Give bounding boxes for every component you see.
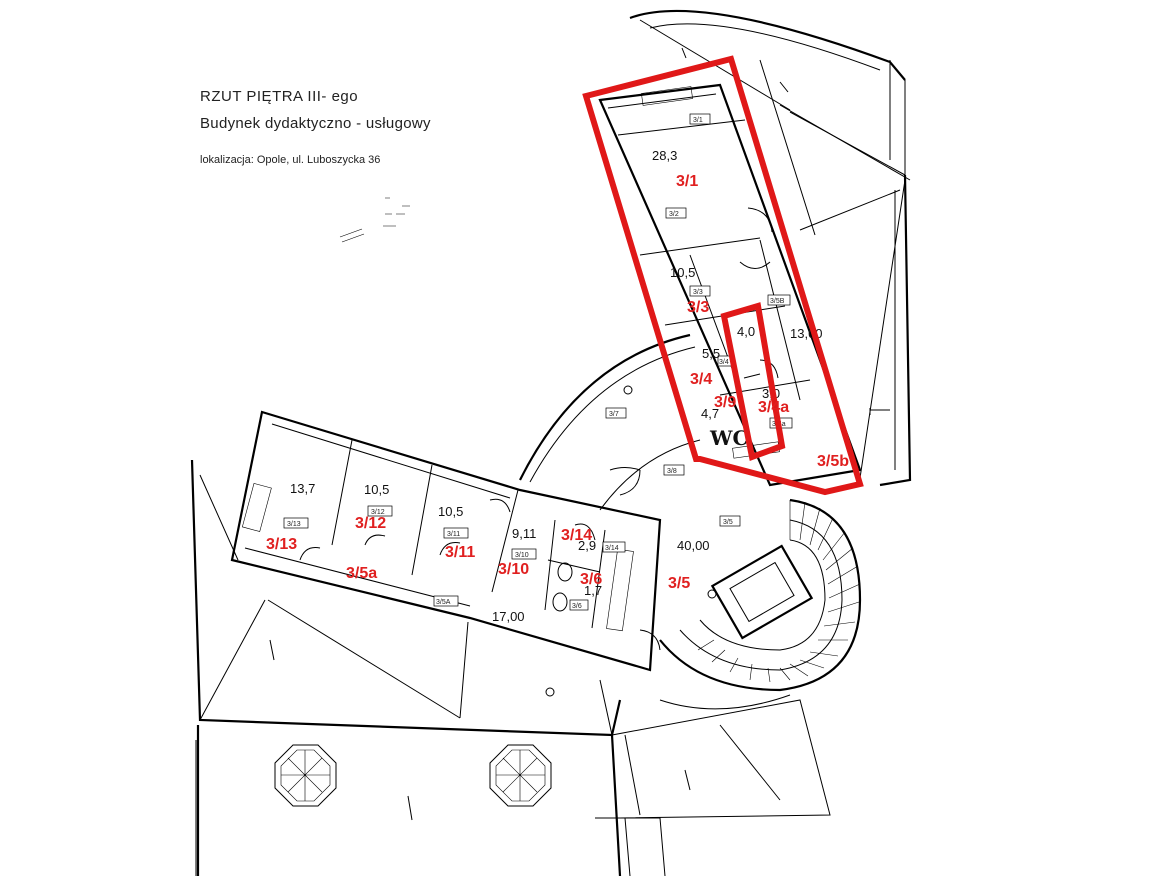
area-4-0: 4,0 [737,324,755,339]
tag-3-2: 3/2 [669,211,679,218]
highlight-wc-block [720,302,786,462]
code-3-14: 3/14 [561,527,592,544]
code-3-6: 3/6 [580,571,602,588]
area-labels: 28,3 10,5 4,0 13,00 5,5 3,0 4,7 13,7 10,… [290,148,823,624]
code-3-5b: 3/5b [817,453,849,470]
room-codes: 3/1 3/3 3/4 3/9 3/4a 3/5b 3/13 3/12 3/11… [266,173,849,592]
area-2-9: 2,9 [578,538,596,553]
skylight-left [274,744,337,807]
code-3-12: 3/12 [355,515,386,532]
stray-marks [339,197,410,243]
west-wing [230,410,662,672]
tag-3-4: 3/4 [719,359,729,366]
plan-location: lokalizacja: Opole, ul. Luboszycka 36 [200,154,381,166]
code-3-5a: 3/5a [346,565,377,582]
area-10-5-a: 10,5 [364,482,389,497]
code-3-10: 3/10 [498,561,529,578]
area-9-11: 9,11 [512,526,536,541]
tag-3-14: 3/14 [605,545,619,552]
highlight-outlines [582,55,864,496]
south-structure [190,459,831,876]
title-block: RZUT PIĘTRA III- ego Budynek dydaktyczno… [200,88,431,166]
area-5-5: 5,5 [702,346,720,361]
tag-3-12: 3/12 [371,509,385,516]
tag-3-7: 3/7 [609,411,619,418]
ne-wing [598,83,862,487]
highlight-ne-wing [582,55,864,496]
tag-3-5A: 3/5A [436,599,451,606]
area-13-7: 13,7 [290,481,315,496]
area-10-5-top: 10,5 [670,265,695,280]
code-3-1: 3/1 [676,173,698,190]
plan-tags: 3/1 3/2 3/3 3/5B 3/4 3/4a 3/7 3/8 3/5 3/… [283,113,793,611]
code-3-11: 3/11 [445,544,475,561]
stair-core [659,498,862,692]
tag-3-1: 3/1 [693,117,703,124]
area-1-7: 1,7 [584,583,602,598]
code-3-4a: 3/4a [758,399,789,416]
area-10-5-b: 10,5 [438,504,463,519]
tag-3-10: 3/10 [515,552,529,559]
tag-3-8: 3/8 [667,468,677,475]
code-3-3: 3/3 [687,299,709,316]
area-28-3: 28,3 [652,148,677,163]
central-hall [519,333,791,710]
code-3-9: 3/9 [714,394,736,411]
plan-subtitle: Budynek dydaktyczno - usługowy [200,115,431,132]
wc-label: WC [709,426,748,450]
area-4-7: 4,7 [701,406,719,421]
code-3-13: 3/13 [266,536,297,553]
tag-3-5B: 3/5B [770,298,785,305]
tag-3-5: 3/5 [723,519,733,526]
tag-3-11: 3/11 [447,531,460,538]
ne-tower-shell [629,9,912,487]
area-40-00: 40,00 [677,538,710,553]
skylight-right [489,744,552,807]
code-3-4: 3/4 [690,371,712,388]
tag-3-6: 3/6 [572,603,582,610]
tag-3-13: 3/13 [287,521,301,528]
tag-3-3: 3/3 [693,289,703,296]
area-17-00: 17,00 [492,609,525,624]
code-3-5: 3/5 [668,575,690,592]
plan-title: RZUT PIĘTRA III- ego [200,88,359,105]
